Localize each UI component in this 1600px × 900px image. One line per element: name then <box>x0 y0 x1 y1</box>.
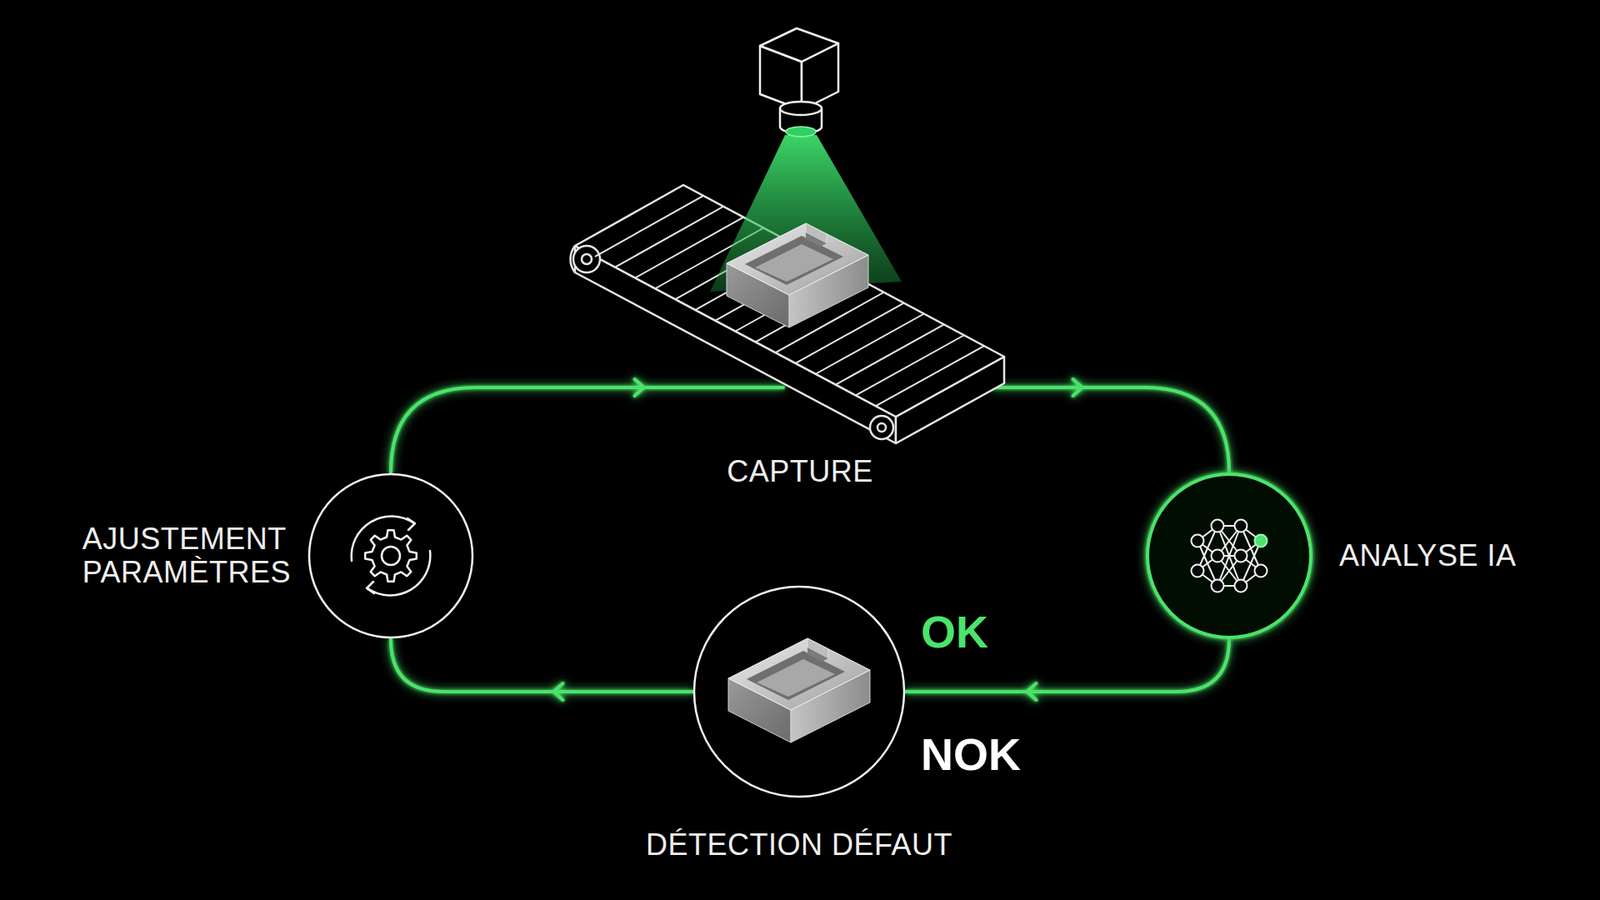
arrow-chevron <box>635 379 645 396</box>
stage-label: AJUSTEMENT PARAMÈTRES <box>82 522 291 590</box>
stage-label: ANALYSE IA <box>1339 539 1516 573</box>
part-icon <box>728 638 870 743</box>
stage-label: DÉTECTION DÉFAUT <box>645 828 953 862</box>
detection-circle: DÉTECTION DÉFAUT <box>692 585 906 799</box>
nok-label: NOK <box>920 730 1021 780</box>
analysis-circle: ANALYSE IA <box>1145 472 1313 640</box>
camera <box>760 28 839 137</box>
flow-connector <box>390 639 693 700</box>
connector-line <box>390 387 784 473</box>
adjust-circle: AJUSTEMENT PARAMÈTRES <box>307 472 475 640</box>
ok-label: OK <box>920 607 989 657</box>
circle-outline <box>1145 472 1313 640</box>
flow-connector <box>390 379 784 473</box>
circle-outline <box>692 585 906 799</box>
arrow-chevron <box>554 683 564 700</box>
connector-line <box>390 639 693 692</box>
connector-line <box>991 387 1230 473</box>
flow-connector <box>991 379 1230 473</box>
gear-icon <box>351 515 431 595</box>
arrow-chevron <box>1073 379 1083 396</box>
belt-slat <box>875 345 985 406</box>
circle-outline <box>307 472 475 640</box>
stage-label: CAPTURE <box>726 455 874 489</box>
arrow-chevron <box>1027 683 1037 700</box>
capture-stage: CAPTURE <box>783 366 992 409</box>
neural-net-icon <box>1191 520 1268 593</box>
